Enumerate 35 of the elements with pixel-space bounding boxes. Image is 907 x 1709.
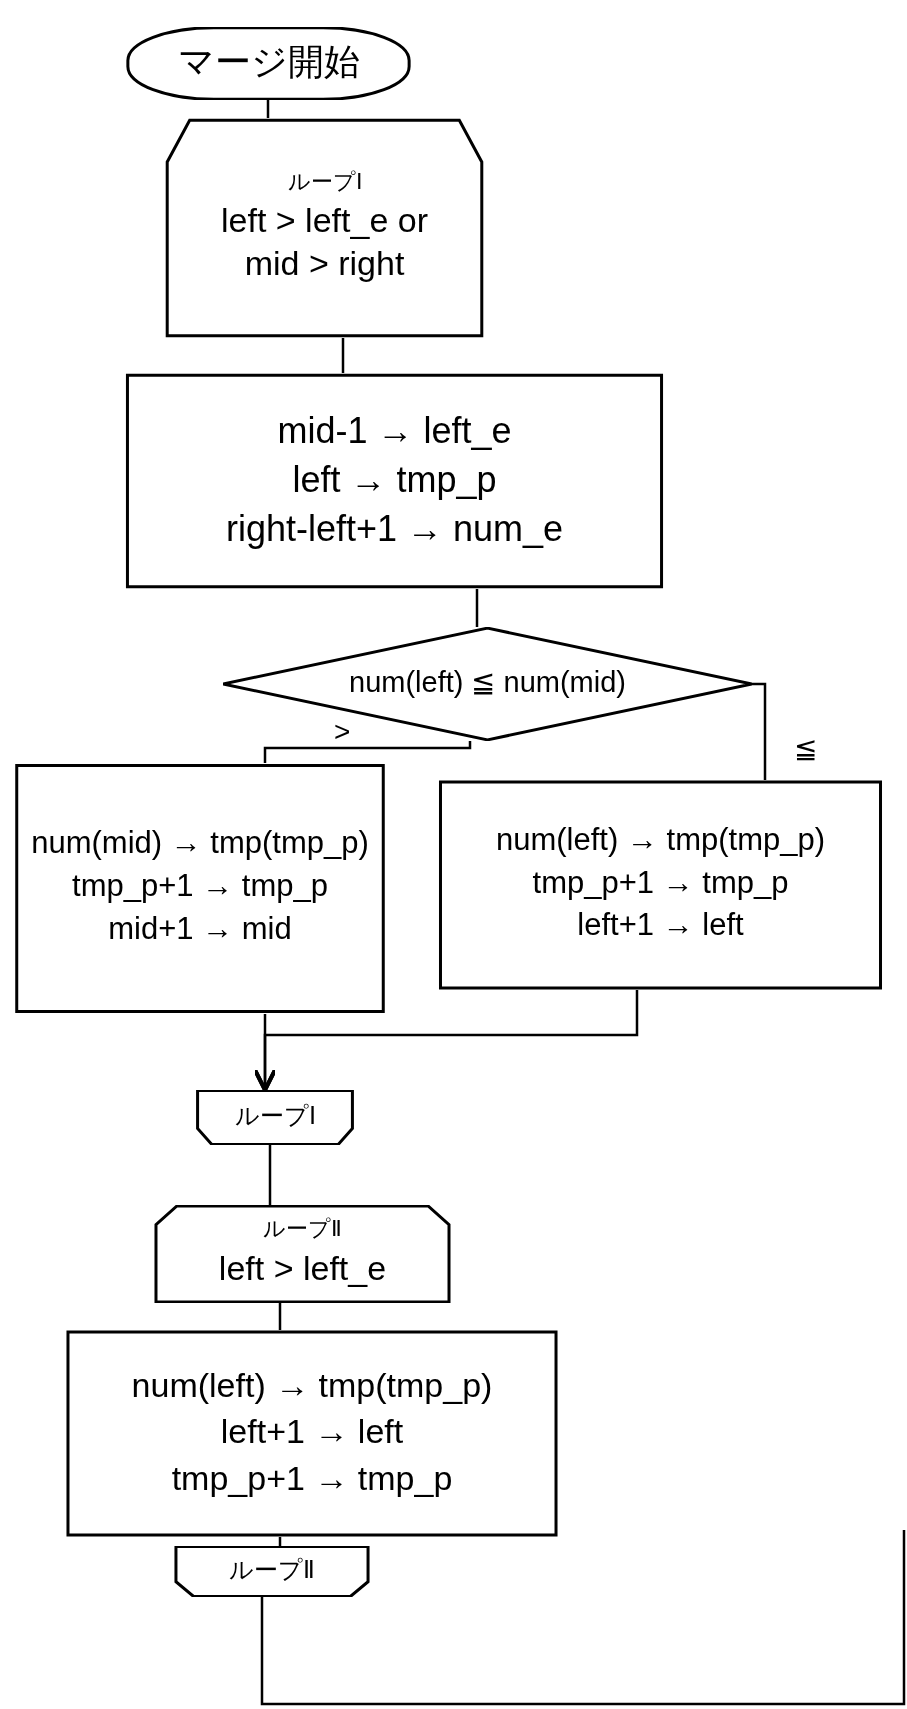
node-text: left+1 → left	[219, 1411, 405, 1453]
node-text: マージ開始	[176, 40, 361, 84]
node-text: right-left+1 → num_e	[224, 506, 565, 551]
node-text: tmp_p+1 → tmp_p	[531, 863, 790, 902]
node-text: num(mid) → tmp(tmp_p)	[30, 824, 370, 863]
loop-start-box	[164, 118, 485, 338]
loop-label: ループⅡ	[262, 1215, 343, 1243]
connector-line	[752, 682, 767, 780]
node-text: left > left_e or mid > right	[220, 200, 429, 284]
process-box	[436, 780, 885, 990]
connector-line	[263, 741, 472, 763]
connector-line	[475, 589, 479, 627]
node-text: mid-1 → left_e	[276, 408, 513, 453]
node-text: tmp_p+1 → tmp_p	[170, 1457, 454, 1499]
node-text: ループⅡ	[228, 1554, 316, 1585]
connector-line	[341, 338, 345, 373]
process-box	[13, 763, 387, 1014]
loop-end-box	[196, 1090, 354, 1145]
loop-label: ループⅠ	[286, 167, 363, 196]
node-text: mid+1 → mid	[107, 909, 293, 948]
connector-line	[278, 1303, 282, 1330]
decision-diamond	[223, 627, 752, 741]
process-box	[63, 1330, 561, 1537]
loop-start-box	[153, 1205, 452, 1303]
node-text: left > left_e	[217, 1247, 388, 1289]
node-text: num(left) → tmp(tmp_p)	[495, 820, 826, 859]
connector-line	[268, 1145, 272, 1205]
node-text: num(left) → tmp(tmp_p)	[130, 1364, 494, 1406]
connector-line	[260, 1530, 906, 1706]
loop-end-box	[174, 1546, 370, 1597]
node-text: ループⅠ	[233, 1100, 317, 1131]
node-text: tmp_p+1 → tmp_p	[71, 867, 329, 906]
node-text: left+1 → left	[576, 906, 745, 945]
node-text: left → tmp_p	[291, 457, 498, 502]
node-text: num(left) ≦ num(mid)	[348, 664, 627, 700]
